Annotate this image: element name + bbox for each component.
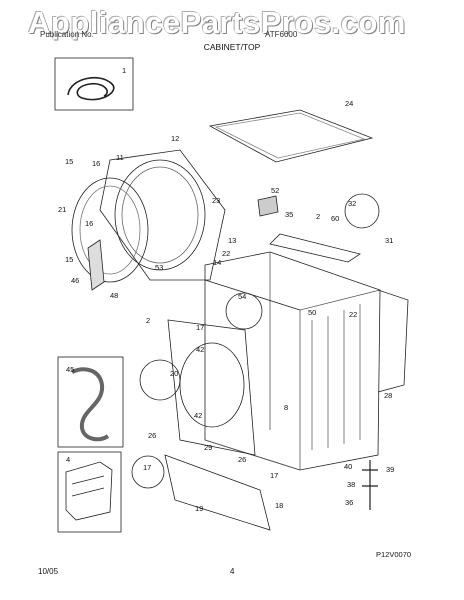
dispenser-drawer bbox=[65, 461, 113, 521]
label-1: 1 bbox=[122, 66, 126, 75]
label-32: 32 bbox=[348, 199, 356, 208]
label-16b: 16 bbox=[85, 219, 93, 228]
label-14: 14 bbox=[213, 258, 221, 267]
door-ring bbox=[114, 159, 206, 271]
side-panel bbox=[377, 289, 409, 393]
watermark: AppliancePartsPros.com bbox=[28, 5, 406, 40]
top-panel bbox=[208, 109, 374, 163]
page-subtitle: CABINET/TOP bbox=[203, 42, 261, 52]
block-52 bbox=[257, 195, 279, 217]
label-40: 40 bbox=[344, 462, 352, 471]
detail-circle-20 bbox=[139, 359, 181, 401]
label-15b: 15 bbox=[65, 255, 73, 264]
detail-circle-54 bbox=[225, 292, 263, 330]
label-31: 31 bbox=[385, 236, 393, 245]
label-26b: 26 bbox=[238, 455, 246, 464]
publication-label: Publication No. bbox=[40, 30, 94, 39]
front-panel bbox=[99, 149, 226, 281]
label-42: 42 bbox=[196, 345, 204, 354]
label-17c: 17 bbox=[143, 463, 151, 472]
hose-coil bbox=[67, 76, 115, 101]
cabinet bbox=[204, 251, 381, 471]
label-2b: 2 bbox=[146, 316, 150, 325]
label-15: 15 bbox=[65, 157, 73, 166]
label-50: 50 bbox=[308, 308, 316, 317]
label-22b: 22 bbox=[349, 310, 357, 319]
drawing-code: P12V0070 bbox=[376, 550, 411, 559]
label-36: 36 bbox=[345, 498, 353, 507]
label-46: 46 bbox=[71, 276, 79, 285]
label-22: 22 bbox=[222, 249, 230, 258]
label-42b: 42 bbox=[194, 411, 202, 420]
footer-date: 10/05 bbox=[38, 567, 59, 576]
leveling-foot bbox=[362, 460, 378, 510]
label-48: 48 bbox=[110, 291, 118, 300]
label-20: 20 bbox=[170, 369, 178, 378]
label-8: 8 bbox=[284, 403, 288, 412]
label-13: 13 bbox=[228, 236, 236, 245]
front-frame bbox=[167, 319, 256, 456]
label-17: 17 bbox=[196, 323, 204, 332]
label-2: 2 bbox=[316, 212, 320, 221]
inset-box-dispenser bbox=[57, 451, 122, 533]
detail-circle-17 bbox=[131, 455, 165, 489]
drain-hose bbox=[71, 367, 110, 442]
label-29: 29 bbox=[204, 443, 212, 452]
footer-page: 4 bbox=[230, 567, 235, 576]
label-45: 45 bbox=[66, 365, 74, 374]
label-52: 52 bbox=[271, 186, 279, 195]
inset-box-hose-kit bbox=[54, 57, 134, 111]
part-labels: 1 24 12 15 16 11 21 16 15 46 48 53 23 13… bbox=[58, 66, 394, 513]
label-60: 60 bbox=[331, 214, 339, 223]
label-23: 23 bbox=[212, 196, 220, 205]
label-4: 4 bbox=[66, 455, 70, 464]
kick-panel bbox=[164, 454, 271, 531]
label-16: 16 bbox=[92, 159, 100, 168]
label-38: 38 bbox=[347, 480, 355, 489]
label-11: 11 bbox=[116, 153, 124, 162]
label-17b: 17 bbox=[270, 471, 278, 480]
label-21: 21 bbox=[58, 205, 66, 214]
label-54: 54 bbox=[238, 292, 246, 301]
inset-box-drain-hose bbox=[57, 356, 124, 448]
frame-opening bbox=[179, 342, 245, 428]
label-19: 19 bbox=[195, 504, 203, 513]
label-18: 18 bbox=[275, 501, 283, 510]
label-53: 53 bbox=[155, 263, 163, 272]
model-number: ATF6000 bbox=[265, 30, 298, 39]
label-28: 28 bbox=[384, 391, 392, 400]
label-26: 26 bbox=[148, 431, 156, 440]
control-strip bbox=[269, 233, 361, 263]
label-39: 39 bbox=[386, 465, 394, 474]
detail-circle-32 bbox=[344, 193, 380, 229]
door-glass bbox=[87, 239, 105, 291]
label-35: 35 bbox=[285, 210, 293, 219]
label-12: 12 bbox=[171, 134, 179, 143]
label-24: 24 bbox=[345, 99, 353, 108]
door bbox=[71, 177, 149, 283]
